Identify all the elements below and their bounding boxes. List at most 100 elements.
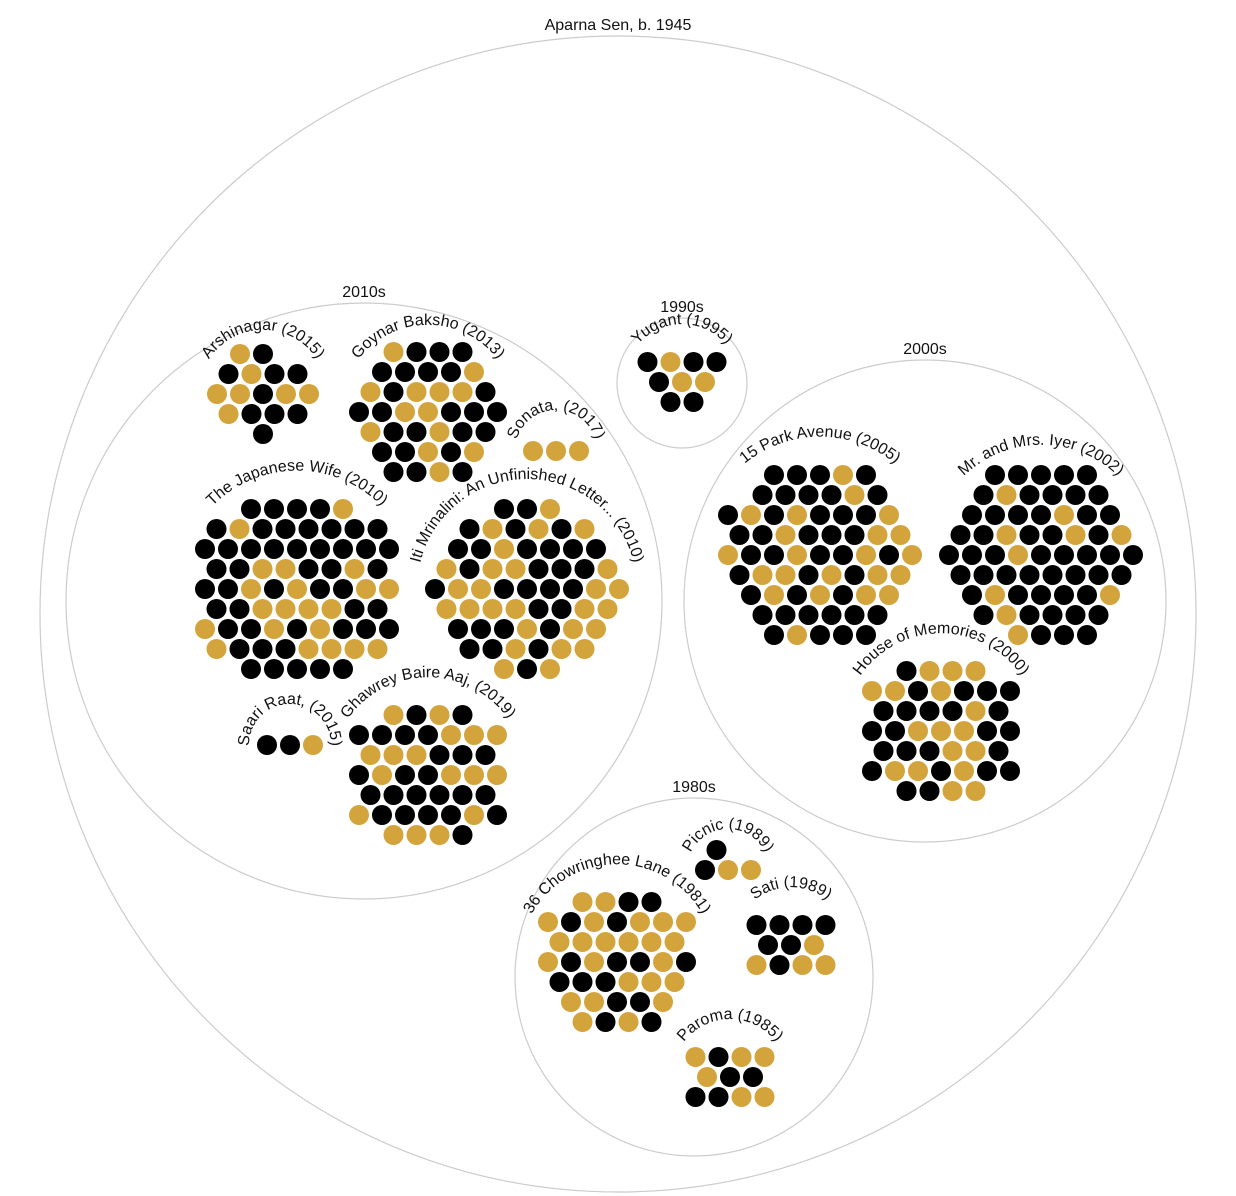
dot-black	[441, 805, 461, 825]
dot-gold	[885, 761, 905, 781]
dot-gold	[310, 619, 330, 639]
dot-gold	[584, 952, 604, 972]
dot-black	[752, 525, 773, 545]
dot-black	[746, 915, 767, 935]
film-label-2-0: 15 Park Avenue (2005)	[737, 424, 904, 467]
dot-black	[896, 661, 917, 681]
dot-black	[275, 519, 296, 539]
dot-black	[1065, 485, 1086, 505]
dot-black	[1077, 545, 1097, 565]
dot-black	[950, 525, 971, 545]
dot-black	[349, 765, 369, 785]
dot-black	[494, 619, 514, 639]
dot-gold	[804, 935, 824, 955]
dot-gold	[954, 721, 974, 741]
dot-gold	[996, 605, 1017, 625]
dot-black	[241, 659, 261, 679]
dot-gold	[464, 362, 484, 382]
dot-gold	[569, 441, 589, 461]
group-circle-1990s	[616, 317, 748, 449]
dot-black	[395, 362, 415, 382]
dot-black	[280, 735, 300, 755]
dot-gold	[540, 659, 560, 679]
dot-gold	[718, 545, 738, 565]
dot-gold	[879, 505, 899, 525]
dot-black	[1042, 485, 1063, 505]
dot-gold	[429, 422, 450, 442]
dot-gold	[833, 465, 853, 485]
dot-gold	[664, 972, 685, 992]
dot-black	[264, 499, 284, 519]
dot-black	[528, 639, 549, 659]
dot-gold	[464, 725, 484, 745]
dot-gold	[206, 639, 227, 659]
dot-black	[425, 579, 445, 599]
dot-black	[815, 915, 836, 935]
dot-black	[695, 860, 715, 880]
dot-black	[821, 525, 842, 545]
dot-black	[996, 565, 1017, 585]
dot-gold	[230, 344, 250, 364]
dot-gold	[505, 559, 526, 579]
dot-black	[630, 992, 650, 1012]
dot-gold	[752, 565, 773, 585]
dot-gold	[965, 701, 986, 721]
dot-black	[764, 625, 784, 645]
dot-gold	[395, 402, 415, 422]
dot-black	[310, 539, 330, 559]
dot-black	[310, 579, 330, 599]
dot-black	[517, 579, 537, 599]
film-label-0-2: Sonata, (2017)	[504, 397, 607, 441]
dot-gold	[867, 565, 888, 585]
dot-gold	[902, 545, 922, 565]
dot-black	[298, 559, 319, 579]
dot-gold	[383, 705, 404, 725]
dot-black	[1054, 545, 1074, 565]
dot-black	[494, 499, 514, 519]
dot-black	[383, 785, 404, 805]
dot-black	[1100, 505, 1120, 525]
dot-black	[206, 519, 227, 539]
dot-gold	[429, 462, 450, 482]
dot-black	[962, 505, 982, 525]
dot-black	[950, 565, 971, 585]
dot-black	[287, 539, 307, 559]
dot-gold	[821, 565, 842, 585]
dot-black	[540, 619, 560, 639]
dot-black	[683, 392, 704, 412]
dot-gold	[792, 955, 813, 975]
dot-black	[356, 619, 376, 639]
dot-black	[540, 539, 560, 559]
dot-gold	[471, 579, 491, 599]
dot-black	[452, 462, 473, 482]
dot-black	[977, 721, 997, 741]
dot-gold	[653, 912, 673, 932]
dot-black	[798, 605, 819, 625]
dot-black	[821, 605, 842, 625]
dot-gold	[230, 384, 250, 404]
dot-gold	[856, 585, 876, 605]
dot-gold	[333, 499, 353, 519]
dot-black	[540, 579, 560, 599]
dot-gold	[660, 352, 681, 372]
dot-black	[879, 545, 899, 565]
dot-black	[418, 805, 438, 825]
dot-gold	[597, 559, 618, 579]
dot-black	[973, 565, 994, 585]
dot-gold	[406, 825, 427, 845]
dot-black	[1008, 505, 1028, 525]
dot-black	[487, 805, 507, 825]
dot-black	[1054, 465, 1074, 485]
dot-black	[372, 402, 392, 422]
dot-gold	[464, 805, 484, 825]
dot-black	[1008, 585, 1028, 605]
dot-black	[229, 599, 250, 619]
dot-black	[287, 364, 308, 384]
dot-black	[607, 952, 627, 972]
dot-black	[1031, 625, 1051, 645]
dot-black	[787, 465, 807, 485]
rings	[39, 35, 1197, 1193]
dot-black	[781, 935, 801, 955]
dot-gold	[775, 565, 796, 585]
dot-black	[229, 639, 250, 659]
